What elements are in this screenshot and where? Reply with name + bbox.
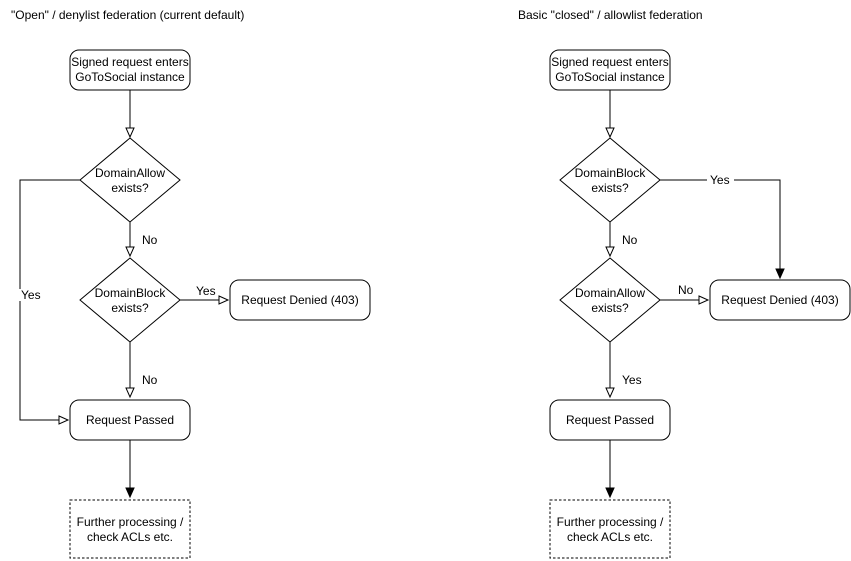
right-decision2-label-line2: exists? xyxy=(591,301,629,315)
right-start-label-line1: Signed request enters xyxy=(551,55,668,69)
left-further-label-line2: check ACLs etc. xyxy=(87,530,173,544)
right-further-label-line2: check ACLs etc. xyxy=(567,530,653,544)
right-label-decision1-yes-bg xyxy=(707,174,734,186)
left-further-label-line1: Further processing / xyxy=(77,515,184,529)
right-passed-label: Request Passed xyxy=(566,413,654,427)
left-start-label-line1: Signed request enters xyxy=(71,55,188,69)
left-decision2-node: DomainBlock exists? xyxy=(79,257,181,343)
right-edge-decision1-yes xyxy=(660,179,785,280)
right-decision1-node: DomainBlock exists? xyxy=(559,137,661,223)
left-decision1-label-line2: exists? xyxy=(111,181,149,195)
right-decision1-label-line1: DomainBlock xyxy=(575,166,647,180)
right-label-decision1-no: No xyxy=(622,233,638,247)
right-passed-node: Request Passed xyxy=(549,399,671,441)
left-flowchart: "Open" / denylist federation (current de… xyxy=(11,8,371,559)
left-denied-node: Request Denied (403) xyxy=(229,279,371,321)
right-denied-label: Request Denied (403) xyxy=(721,293,838,307)
left-start-node: Signed request enters GoToSocial instanc… xyxy=(69,49,191,91)
right-decision2-node: DomainAllow exists? xyxy=(559,257,661,343)
left-decision2-label-line2: exists? xyxy=(111,301,149,315)
left-label-decision2-no: No xyxy=(142,373,158,387)
left-chart-title: "Open" / denylist federation (current de… xyxy=(11,8,244,22)
right-decision1-label-line2: exists? xyxy=(591,181,629,195)
left-decision1-label-line1: DomainAllow xyxy=(95,166,165,180)
left-label-decision2-yes: Yes xyxy=(196,284,216,298)
left-further-node: Further processing / check ACLs etc. xyxy=(69,499,191,559)
right-denied-node: Request Denied (403) xyxy=(709,279,851,321)
left-passed-node: Request Passed xyxy=(69,399,191,441)
left-label-decision1-yes-bg xyxy=(19,289,44,301)
right-flowchart: Basic "closed" / allowlist federation Ye… xyxy=(518,8,851,559)
left-decision2-label-line1: DomainBlock xyxy=(95,286,167,300)
right-label-decision1-yes: Yes xyxy=(710,173,730,187)
right-label-decision2-yes: Yes xyxy=(622,373,642,387)
right-label-decision2-no: No xyxy=(678,283,694,297)
right-decision2-label-line1: DomainAllow xyxy=(575,286,645,300)
left-label-decision1-no: No xyxy=(142,233,158,247)
right-start-label-line2: GoToSocial instance xyxy=(555,70,665,84)
left-label-decision1-yes: Yes xyxy=(21,288,41,302)
left-denied-label: Request Denied (403) xyxy=(241,293,358,307)
left-start-label-line2: GoToSocial instance xyxy=(75,70,185,84)
right-further-label-line1: Further processing / xyxy=(557,515,664,529)
right-further-node: Further processing / check ACLs etc. xyxy=(549,499,671,559)
left-decision1-node: DomainAllow exists? xyxy=(79,137,181,223)
right-start-node: Signed request enters GoToSocial instanc… xyxy=(549,49,671,91)
left-passed-label: Request Passed xyxy=(86,413,174,427)
right-chart-title: Basic "closed" / allowlist federation xyxy=(518,8,703,22)
